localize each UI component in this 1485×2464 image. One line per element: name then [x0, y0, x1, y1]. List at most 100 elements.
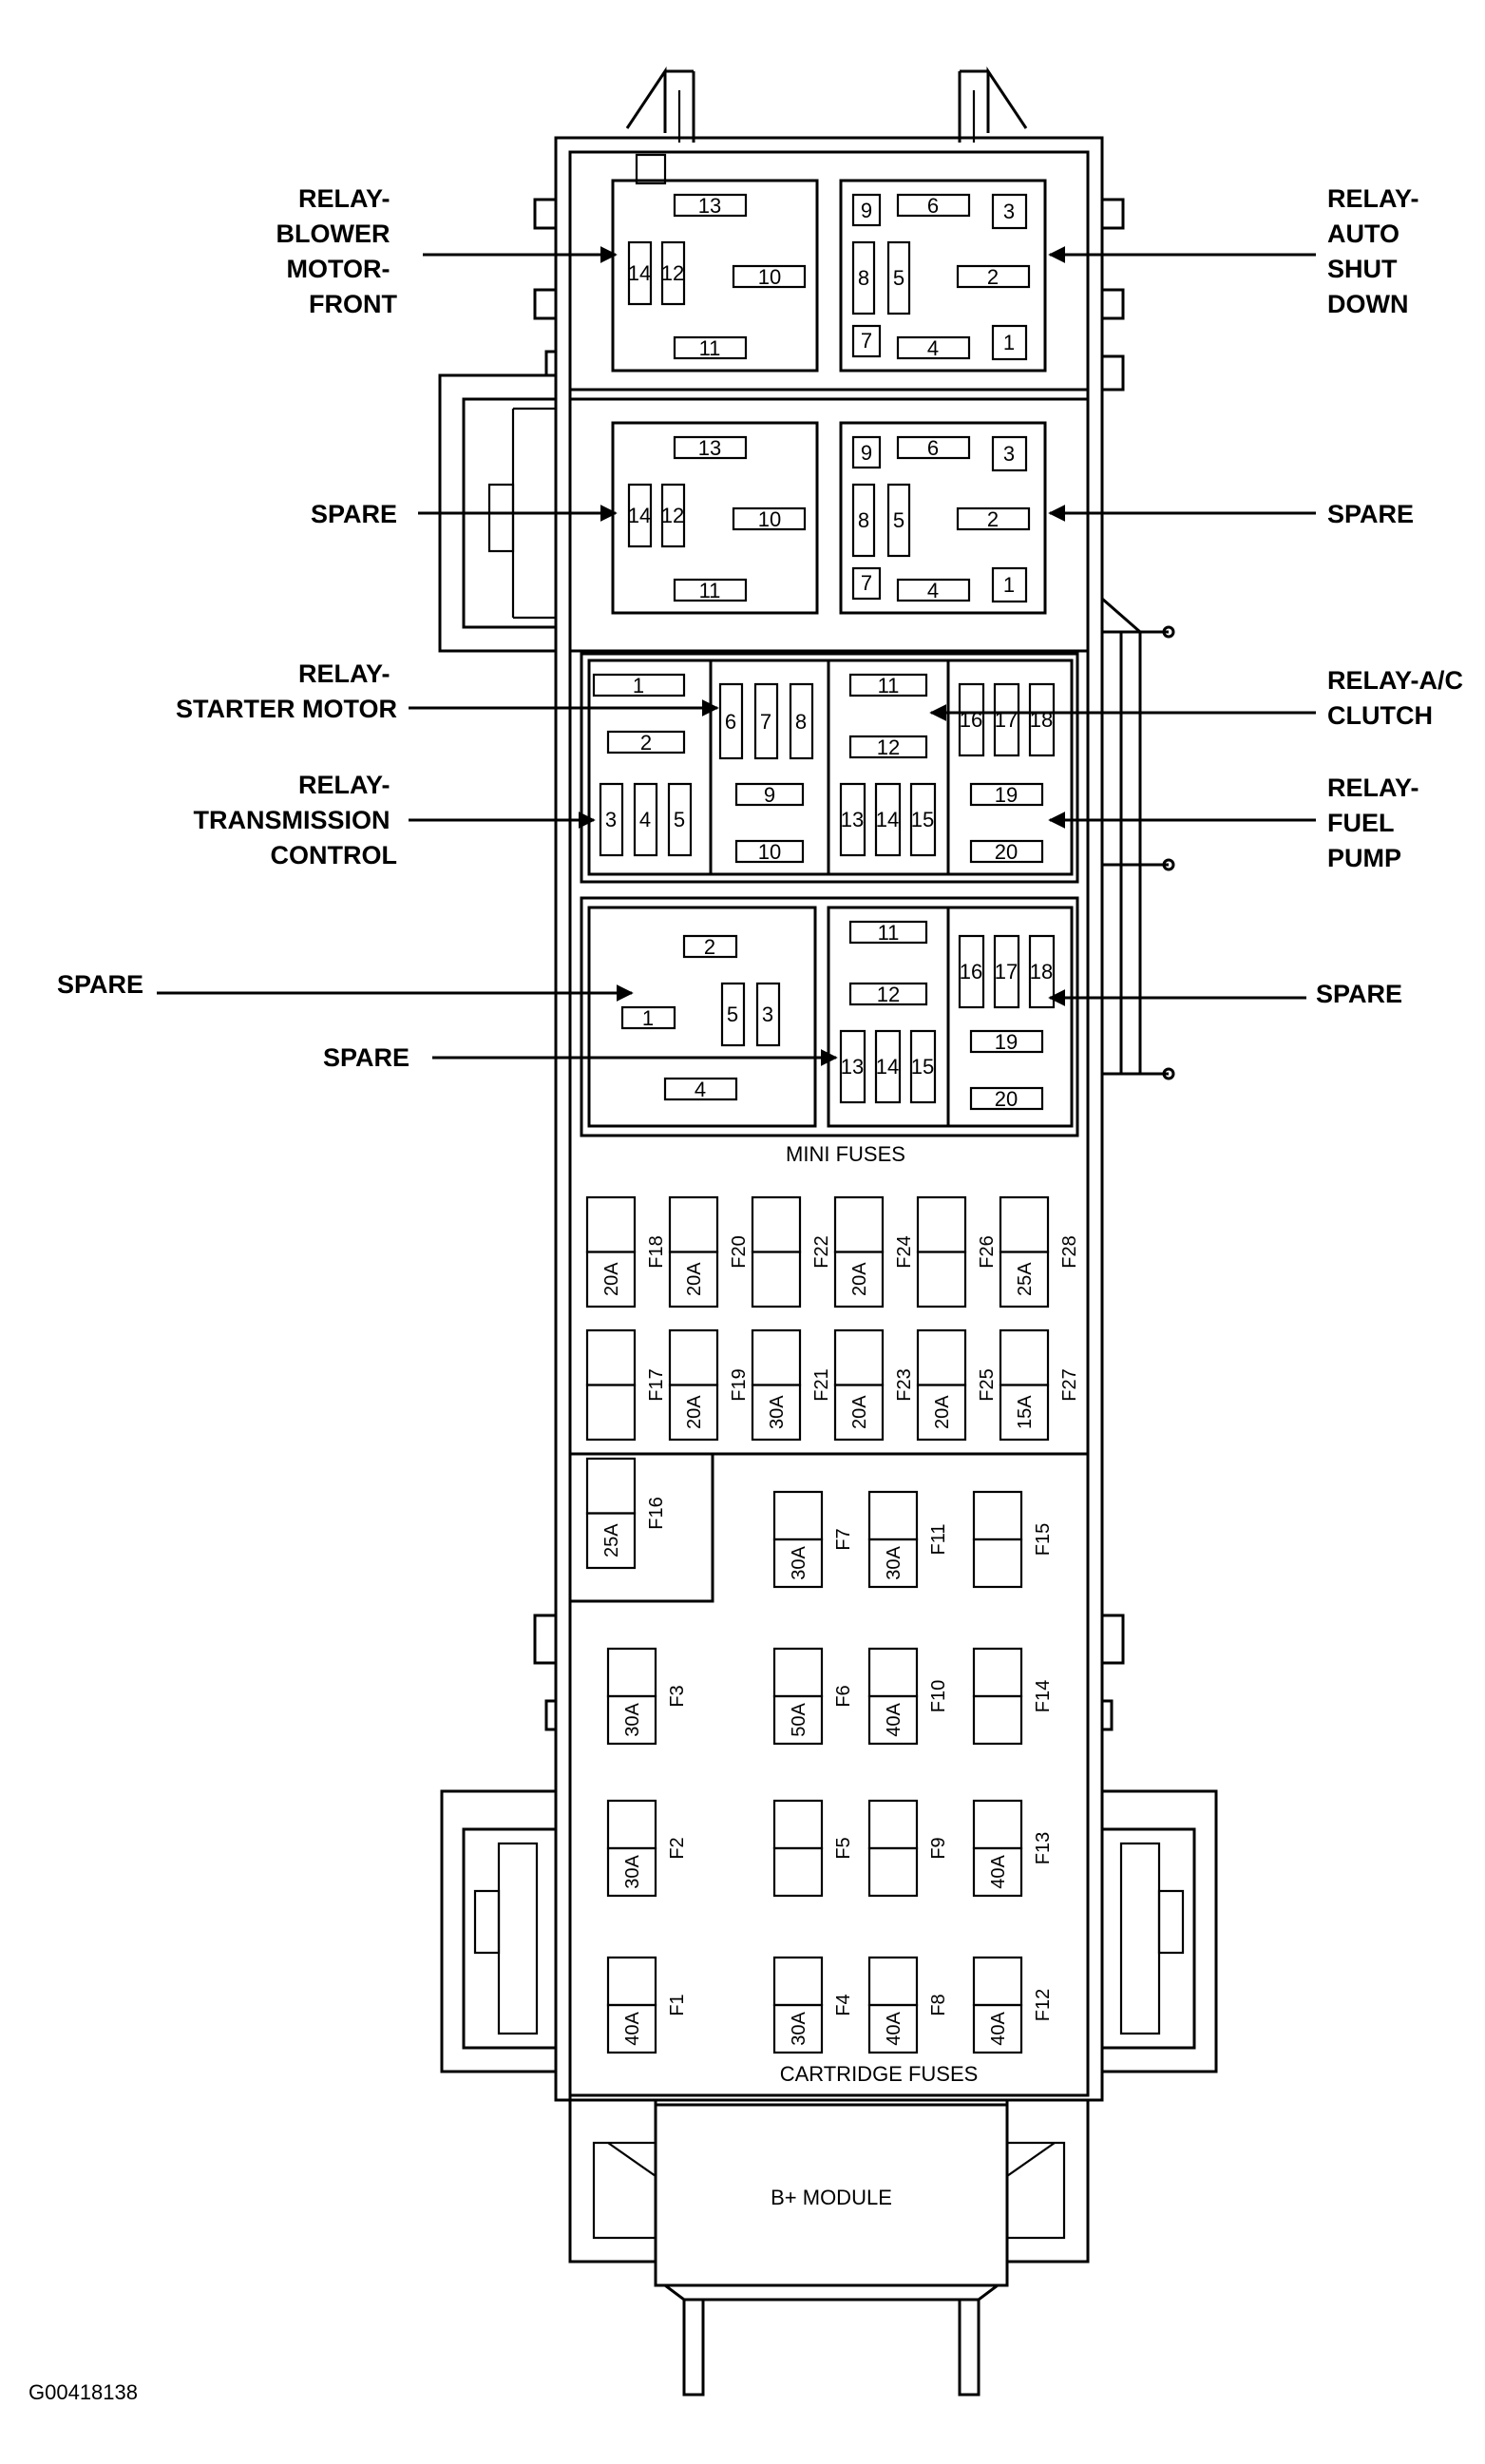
svg-text:14: 14: [876, 808, 899, 831]
svg-text:5: 5: [893, 266, 904, 290]
housing: [438, 136, 1218, 2102]
fuse-id: F21: [811, 1368, 832, 1401]
terminals-row-1: 13 14 12 10 11 9 6 3 8 5 2 7 4 1: [628, 193, 1031, 361]
fuse-cell-bottom: [867, 1538, 919, 1589]
mini-fuse-f17[interactable]: F17: [585, 1328, 667, 1442]
fuse-id: F23: [894, 1368, 915, 1401]
svg-text:2: 2: [640, 731, 652, 754]
cartridge-fuse-f15[interactable]: F15: [972, 1490, 1054, 1589]
terminals-row-4: 2 1 5 3 4 11 12 13 14 15 16 17 18 19 20: [620, 920, 1056, 1111]
top-brackets: [625, 67, 1028, 143]
svg-text:19: 19: [995, 1030, 1018, 1054]
fuse-rating: 30A: [622, 1703, 643, 1737]
fuse-cell-bottom: [606, 1694, 657, 1746]
svg-text:5: 5: [674, 808, 685, 831]
fuse-id: F10: [928, 1680, 949, 1712]
fuse-cell-bottom: [772, 2003, 824, 2054]
svg-text:3: 3: [1003, 442, 1015, 466]
fuse-cell-top: [867, 1956, 919, 2007]
cartridge-fuse-f9[interactable]: F9: [867, 1799, 949, 1898]
svg-text:3: 3: [1003, 200, 1015, 223]
relay-row-4: [580, 896, 1079, 1137]
svg-text:13: 13: [841, 1055, 864, 1079]
svg-text:11: 11: [878, 921, 900, 945]
label-ac-clutch: RELAY-A/C CLUTCH: [1327, 666, 1471, 730]
fuse-cell-bottom: [867, 1694, 919, 1746]
fuse-cell-bottom: [606, 2003, 657, 2054]
fuse-cell-bottom: [867, 1846, 919, 1898]
cartridge-fuse-f8[interactable]: 40A F8: [867, 1956, 949, 2054]
fuse-id: F17: [646, 1368, 667, 1401]
svg-text:2: 2: [987, 507, 999, 531]
fuse-id: F8: [928, 1994, 949, 2015]
fuse-cell-bottom: [585, 1384, 637, 1442]
svg-text:20: 20: [995, 840, 1018, 864]
fuse-id: F2: [667, 1837, 688, 1859]
b-plus-module-label: B+ MODULE: [771, 2186, 892, 2209]
fuse-id: F19: [729, 1368, 750, 1401]
svg-text:11: 11: [878, 674, 900, 697]
relay-row-1: [568, 150, 1090, 392]
fuse-cell-bottom: [833, 1251, 885, 1308]
cartridge-fuse-f5[interactable]: F5: [772, 1799, 854, 1898]
fuse-cell-top: [972, 1799, 1023, 1850]
cartridge-fuse-f2[interactable]: 30A F2: [606, 1799, 688, 1898]
svg-text:10: 10: [758, 265, 781, 289]
label-fuel-pump: RELAY- FUEL PUMP: [1327, 774, 1426, 872]
svg-text:8: 8: [858, 266, 869, 290]
fuse-rating: 15A: [1015, 1395, 1036, 1429]
svg-text:1: 1: [633, 674, 644, 697]
fuse-rating: 40A: [884, 2012, 904, 2046]
fuse-cell-top: [585, 1195, 637, 1253]
fuse-id: F13: [1033, 1832, 1054, 1864]
svg-text:4: 4: [695, 1078, 706, 1101]
svg-text:14: 14: [628, 261, 651, 285]
fuse-cell-bottom: [999, 1251, 1050, 1308]
mini-fuse-f26[interactable]: F26: [916, 1195, 998, 1308]
fuse-cell-bottom: [585, 1512, 637, 1570]
fuse-rating: 40A: [622, 2012, 643, 2046]
fuse-id: F14: [1033, 1680, 1054, 1712]
svg-text:9: 9: [861, 441, 872, 465]
fuse-rating: 20A: [684, 1262, 705, 1296]
fuse-cell-bottom: [585, 1251, 637, 1308]
svg-text:4: 4: [927, 579, 939, 602]
svg-text:7: 7: [760, 710, 771, 734]
svg-text:13: 13: [841, 808, 864, 831]
cartridge-fuse-f14[interactable]: F14: [972, 1647, 1054, 1746]
svg-text:9: 9: [764, 783, 775, 807]
cartridge-fuses-label: CARTRIDGE FUSES: [780, 2062, 979, 2086]
fuse-rating: 30A: [622, 1855, 643, 1889]
svg-text:3: 3: [605, 808, 617, 831]
svg-text:12: 12: [661, 261, 684, 285]
callout-labels: RELAY- BLOWER MOTOR- FRONT RELAY- AUTO S…: [57, 184, 1471, 1072]
relay-row-3: [580, 652, 1079, 884]
label-blower-motor-front: RELAY- BLOWER MOTOR- FRONT: [276, 184, 398, 318]
mini-fuse-f22[interactable]: F22: [751, 1195, 832, 1308]
svg-text:12: 12: [877, 735, 900, 759]
fuse-cell-bottom: [972, 1846, 1023, 1898]
terminals-row-2: 13 14 12 10 11 9 6 3 8 5 2 7 4 1: [628, 435, 1031, 603]
fuse-cell-bottom: [668, 1251, 719, 1308]
